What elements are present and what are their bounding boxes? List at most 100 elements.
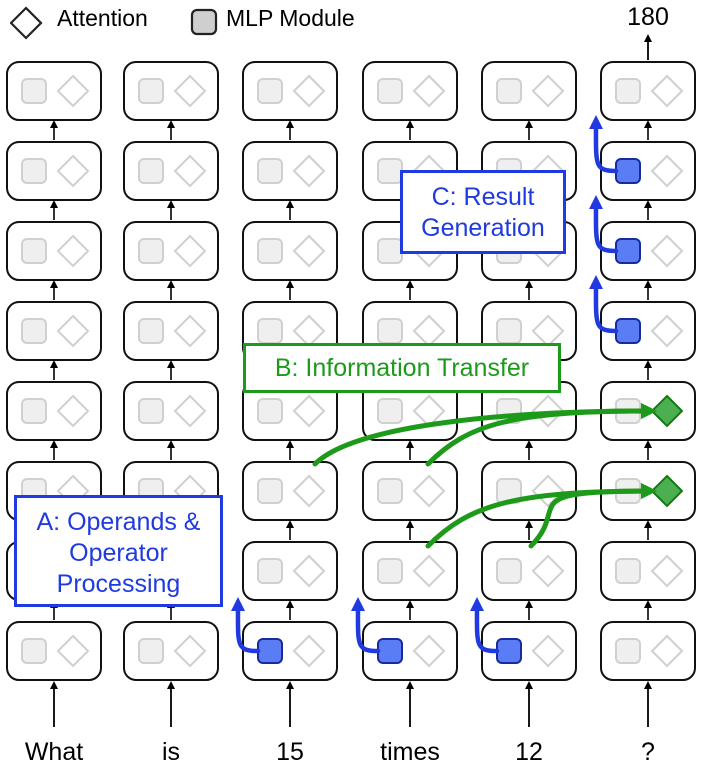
mlp-flow-arrow: [350, 597, 381, 654]
layer-block: [481, 621, 577, 681]
layer-block: [242, 621, 338, 681]
attention-icon: [173, 234, 207, 268]
mlp-module-icon: [138, 318, 164, 344]
mlp-flow-arrow: [230, 597, 261, 654]
annotation-a-line-2: Operator: [69, 539, 168, 567]
input-token: 12: [515, 738, 543, 766]
layer-block: [6, 221, 102, 281]
mlp-module-icon: [377, 78, 403, 104]
layer-block: [600, 141, 696, 201]
annotation-c-line-2: Generation: [421, 214, 545, 242]
layer-block: [481, 61, 577, 121]
input-token: 15: [276, 738, 304, 766]
attention-icon: [173, 394, 207, 428]
mlp-module-icon: [138, 638, 164, 664]
mlp-module-icon: [377, 558, 403, 584]
attention-icon: [412, 634, 446, 668]
attention-icon: [292, 554, 326, 588]
annotation-a-line-1: A: Operands &: [36, 508, 201, 536]
attention-icon: [531, 634, 565, 668]
layer-block: [6, 61, 102, 121]
attention-icon: [650, 74, 684, 108]
mlp-module-icon: [615, 638, 641, 664]
mlp-flow-arrow: [588, 115, 619, 174]
layer-block: [600, 221, 696, 281]
mlp-module-icon: [21, 638, 47, 664]
attention-icon: [531, 74, 565, 108]
attention-icon: [292, 234, 326, 268]
layer-block: [6, 141, 102, 201]
attention-flow-arrow: [312, 403, 657, 467]
layer-block: [123, 381, 219, 441]
annotation-b-line: B: Information Transfer: [274, 354, 530, 382]
mlp-module-icon: [257, 158, 283, 184]
annotation-c-line-1: C: Result: [431, 183, 535, 211]
mlp-module-icon: [138, 78, 164, 104]
layer-block: [600, 541, 696, 601]
attention-icon: [650, 234, 684, 268]
layer-block: [242, 141, 338, 201]
attention-icon: [292, 634, 326, 668]
layer-block: [242, 541, 338, 601]
mlp-module-icon: [257, 238, 283, 264]
attention-icon: [56, 154, 90, 188]
attention-icon: [650, 154, 684, 188]
layer-block: [600, 61, 696, 121]
mlp-module-icon: [138, 238, 164, 264]
attention-active-icon: [650, 474, 684, 508]
mlp-module-icon: [257, 398, 283, 424]
mlp-flow-arrow: [588, 195, 619, 254]
attention-icon: [292, 474, 326, 508]
annotation-a-operands-processing: A: Operands & Operator Processing: [14, 495, 223, 607]
mlp-module-icon: [138, 398, 164, 424]
layer-block: [123, 301, 219, 361]
attention-icon: [56, 234, 90, 268]
layer-block: [242, 221, 338, 281]
mlp-module-icon: [257, 78, 283, 104]
mlp-legend-icon: [190, 8, 218, 36]
annotation-a-line-3: Processing: [56, 570, 181, 598]
input-token: is: [162, 738, 180, 766]
mlp-module-icon: [496, 78, 522, 104]
annotation-c-result-generation: C: Result Generation: [400, 170, 566, 254]
legend-mlp-label: MLP Module: [226, 5, 355, 31]
mlp-module-icon: [377, 478, 403, 504]
legend-attention-label: Attention: [57, 5, 148, 31]
mlp-flow-arrow: [588, 275, 619, 334]
mlp-module-icon: [21, 398, 47, 424]
mlp-module-icon: [21, 78, 47, 104]
layer-block: [6, 301, 102, 361]
annotation-b-information-transfer: B: Information Transfer: [243, 343, 561, 393]
attention-legend-icon: [10, 6, 43, 40]
input-token: ?: [641, 738, 655, 766]
mlp-module-icon: [496, 558, 522, 584]
mlp-module-icon: [21, 238, 47, 264]
input-token: What: [25, 738, 83, 766]
mlp-module-icon: [21, 158, 47, 184]
attention-icon: [56, 634, 90, 668]
layer-block: [123, 621, 219, 681]
mlp-module-icon: [615, 78, 641, 104]
mlp-module-icon: [377, 398, 403, 424]
layer-block: [6, 621, 102, 681]
input-token: times: [380, 738, 440, 766]
mlp-module-icon: [138, 158, 164, 184]
attention-flow-arrow: [528, 483, 657, 549]
layer-block: [123, 221, 219, 281]
layer-block: [6, 381, 102, 441]
attention-icon: [56, 74, 90, 108]
layer-block: [362, 621, 458, 681]
attention-icon: [650, 554, 684, 588]
layer-block: [362, 461, 458, 521]
mlp-module-icon: [21, 318, 47, 344]
attention-icon: [56, 314, 90, 348]
attention-active-icon: [650, 394, 684, 428]
attention-icon: [173, 634, 207, 668]
attention-icon: [292, 154, 326, 188]
layer-block: [362, 61, 458, 121]
layer-block: [123, 141, 219, 201]
attention-icon: [173, 314, 207, 348]
layer-block: [600, 301, 696, 361]
